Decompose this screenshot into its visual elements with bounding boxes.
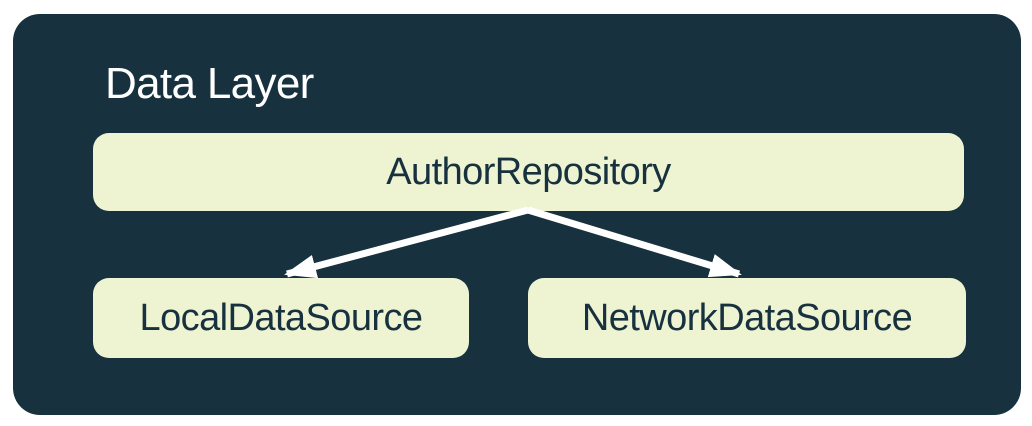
node-network-data-source-label: NetworkDataSource [581, 296, 913, 339]
diagram-title: Data Layer [105, 59, 314, 108]
node-local-data-source-label: LocalDataSource [139, 296, 424, 339]
node-network-data-source: NetworkDataSource [528, 278, 966, 358]
node-author-repository: AuthorRepository [93, 133, 964, 211]
node-author-repository-label: AuthorRepository [386, 150, 671, 193]
node-local-data-source: LocalDataSource [93, 278, 469, 358]
